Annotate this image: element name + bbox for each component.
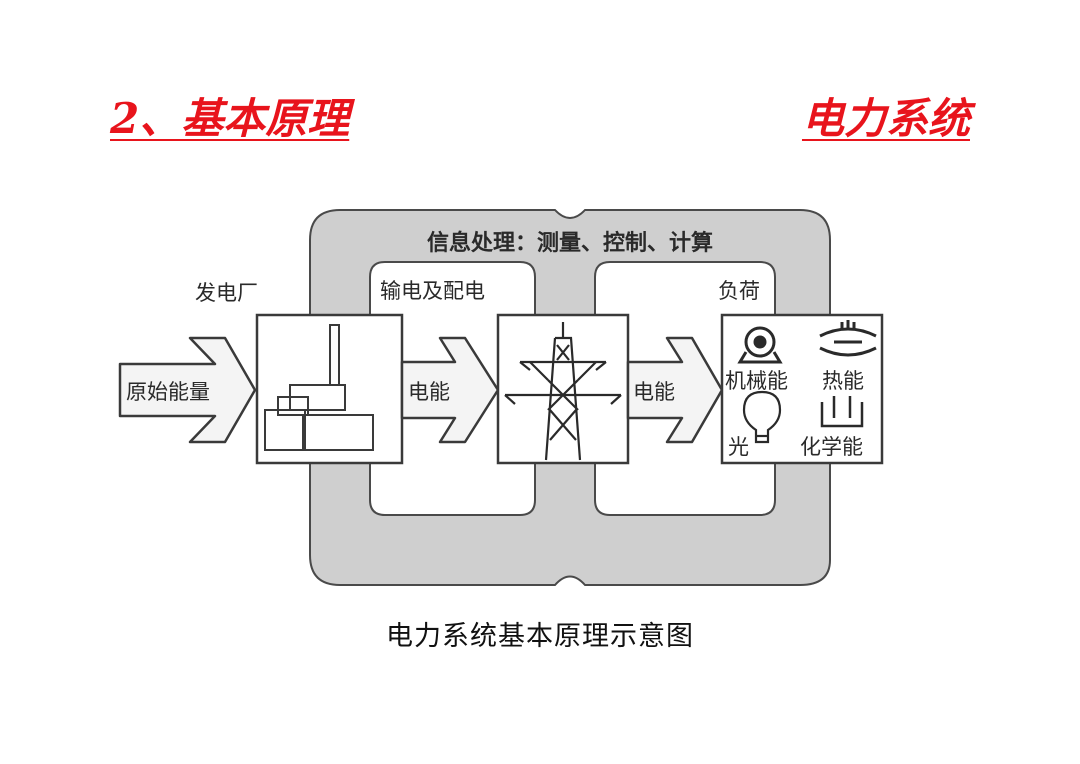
electric-energy-arrow-2 — [626, 336, 724, 444]
electric-energy-arrow-1 — [400, 336, 500, 444]
section-title: 2、基本原理 — [110, 94, 350, 143]
light-label: 光 — [728, 435, 749, 459]
chemical-energy-label: 化学能 — [800, 435, 863, 459]
transmission-label: 输电及配电 — [380, 279, 485, 303]
battery-icon — [820, 396, 864, 428]
power-plant-label: 发电厂 — [195, 281, 258, 305]
electric-energy-label-1: 电能 — [408, 380, 450, 404]
primary-energy-arrow — [118, 336, 257, 444]
topic-title: 电力系统 — [801, 94, 970, 143]
transmission-box — [496, 313, 630, 465]
electric-energy-label-2: 电能 — [633, 380, 675, 404]
figure-caption: 电力系统基本原理示意图 — [386, 621, 694, 652]
bulb-icon — [742, 390, 782, 444]
mechanical-energy-label: 机械能 — [725, 369, 788, 393]
power-plant-box — [255, 313, 404, 465]
heater-icon — [819, 320, 877, 357]
info-processing-label: 信息处理：测量、控制、计算 — [427, 230, 713, 256]
motor-icon — [737, 326, 783, 364]
thermal-energy-label: 热能 — [822, 369, 864, 393]
load-label: 负荷 — [718, 279, 760, 303]
primary-energy-label: 原始能量 — [126, 380, 210, 404]
factory-icon — [264, 324, 374, 451]
load-box — [720, 313, 884, 465]
pylon-icon — [504, 322, 622, 461]
